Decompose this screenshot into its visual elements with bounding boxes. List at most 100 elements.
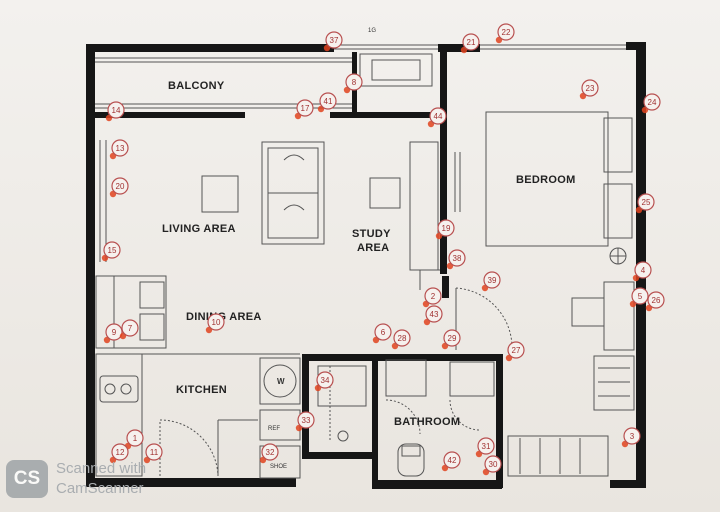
marker-label: 21 (467, 38, 476, 47)
bathroom-label: BATHROOM (394, 416, 461, 428)
marker-pin-34: 34 (314, 371, 334, 392)
wall-bedroom-lower (442, 276, 449, 298)
marker-label: 42 (448, 456, 457, 465)
marker-pin-23: 23 (579, 79, 599, 100)
marker-label: 39 (488, 276, 497, 285)
marker-label: 2 (431, 292, 436, 301)
floor-drain (337, 430, 349, 442)
shower (449, 361, 495, 397)
marker-pin-9: 9 (103, 323, 123, 344)
marker-label: 31 (482, 442, 491, 451)
shoe-cabinet (259, 445, 301, 479)
kitchen-label: KITCHEN (176, 384, 227, 396)
balcony-label: BALCONY (168, 80, 225, 92)
marker-pin-29: 29 (441, 329, 461, 350)
marker-pin-2: 2 (422, 287, 442, 308)
marker-pin-42: 42 (441, 451, 461, 472)
marker-pin-1: 1 (124, 429, 144, 450)
washer-label: W (277, 377, 285, 386)
wall-bedroom-divider (440, 44, 447, 274)
washer (259, 357, 301, 405)
wall-top-left (86, 44, 334, 52)
marker-pin-28: 28 (391, 329, 411, 350)
marker-pin-43: 43 (423, 305, 443, 326)
marker-pin-12: 12 (109, 443, 129, 464)
marker-pin-31: 31 (475, 437, 495, 458)
marker-pin-24: 24 (641, 93, 661, 114)
wall-balcony-inner-right (330, 112, 444, 118)
wall-bottom-right (610, 480, 646, 488)
marker-label: 12 (116, 448, 125, 457)
marker-pin-3: 3 (621, 427, 641, 448)
wall-bath-divider (372, 360, 378, 488)
marker-pin-15: 15 (101, 241, 121, 262)
marker-pin-4: 4 (632, 261, 652, 282)
sofa (261, 141, 325, 245)
marker-pin-39: 39 (481, 271, 501, 292)
shoe-label: SHOE (270, 464, 288, 470)
bath-vanity (385, 359, 427, 397)
marker-pin-37: 37 (323, 31, 343, 52)
marker-label: 20 (116, 182, 125, 191)
marker-pin-17: 17 (294, 99, 314, 120)
wall-bottom-middle (372, 480, 502, 489)
study-stool (369, 177, 401, 209)
marker-pin-19: 19 (435, 219, 455, 240)
marker-label: 10 (212, 318, 221, 327)
watermark-line2: CamScanner (56, 480, 144, 497)
kitchen-counter (95, 353, 143, 477)
marker-label: 37 (330, 36, 339, 45)
camscanner-logo: CS (6, 460, 48, 498)
marker-pin-33: 33 (295, 411, 315, 432)
marker-label: 43 (430, 310, 439, 319)
marker-label: 27 (512, 346, 521, 355)
marker-pin-21: 21 (460, 33, 480, 54)
marker-label: 32 (266, 448, 275, 457)
refrigerator-label: REF (268, 426, 280, 432)
marker-label: 33 (302, 416, 311, 425)
marker-label: 8 (352, 78, 357, 87)
marker-pin-25: 25 (635, 193, 655, 214)
study-area-label-line2: AREA (357, 242, 390, 254)
camscanner-watermark: CS Scanned with CamScanner (6, 458, 206, 502)
marker-label: 22 (502, 28, 511, 37)
marker-label: 11 (150, 448, 159, 457)
wall-bottom-left (86, 478, 296, 487)
marker-label: 19 (442, 224, 451, 233)
marker-label: 1 (133, 434, 138, 443)
marker-pin-26: 26 (645, 291, 665, 312)
marker-pin-27: 27 (505, 341, 525, 362)
marker-label: 4 (641, 266, 646, 275)
marker-label: 14 (112, 106, 121, 115)
marker-pin-6: 6 (372, 323, 392, 344)
balcony-closet (359, 53, 433, 87)
marker-label: 5 (638, 292, 643, 301)
wall-bath-left (302, 354, 309, 458)
marker-label: 13 (116, 144, 125, 153)
marker-label: 29 (448, 334, 457, 343)
bedroom-wardrobe (603, 281, 635, 351)
dining-area-label: DINING AREA (186, 311, 262, 323)
living-side-table (201, 175, 239, 213)
dining-counter (95, 275, 167, 349)
wall-bath-top (302, 354, 502, 361)
marker-label: 7 (128, 324, 133, 333)
marker-pin-13: 13 (109, 139, 129, 160)
marker-label: 6 (381, 328, 386, 337)
wall-bath-right (496, 354, 503, 488)
marker-label: 26 (652, 296, 661, 305)
marker-pin-14: 14 (105, 101, 125, 122)
marker-label: 30 (489, 460, 498, 469)
marker-label: 38 (453, 254, 462, 263)
bedroom-rack (507, 435, 609, 477)
marker-pin-10: 10 (205, 313, 225, 334)
wall-top-right (438, 44, 480, 52)
marker-pin-38: 38 (446, 249, 466, 270)
marker-pin-32: 32 (259, 443, 279, 464)
wall-left (86, 44, 95, 486)
marker-pin-7: 7 (119, 319, 139, 340)
marker-label: 44 (434, 112, 443, 121)
living-area-label: LIVING AREA (162, 223, 236, 235)
marker-label: 15 (108, 246, 117, 255)
